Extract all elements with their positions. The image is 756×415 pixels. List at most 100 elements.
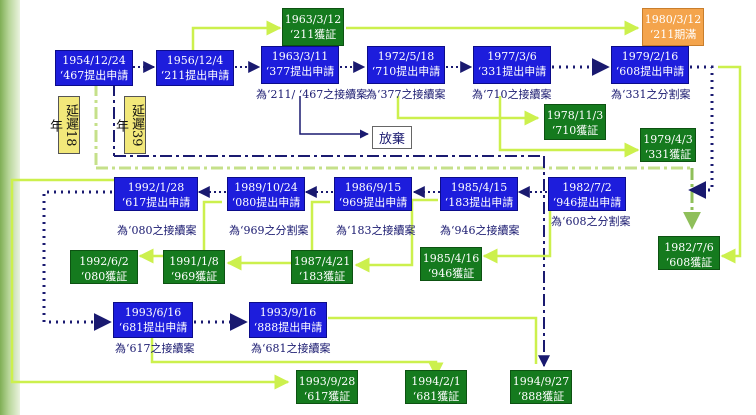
grant-date-080: 1992/6/2 [79,255,129,268]
grant-date-946: 1985/4/16 [422,252,480,265]
expire-node-211: 1980/3/12 ‘211期滿 [642,8,704,46]
grant-label-710: ‘710獲証 [551,124,599,137]
app-label-1977: ‘331提出申請 [477,65,547,78]
grant-label-617: ‘617獲証 [303,390,351,403]
app-node-1956: 1956/12/4 ‘211提出申請 [156,50,234,86]
app-node-1985: 1985/4/15 ‘183提出申請 [440,177,518,211]
grant-label-183: ‘183獲証 [298,270,346,283]
app-date-1963: 1963/3/11 [271,50,329,63]
app-node-1979: 1979/2/16 ‘608提出申請 [611,46,689,84]
note-080: 為‘969之分割案 [229,224,309,237]
arrow-to-abandon [299,96,369,139]
app-node-1993-09: 1993/9/16 ‘888提出申請 [249,302,327,338]
grant-label-331: ‘331獲証 [644,148,692,161]
grant-date-969: 1991/1/8 [169,255,219,268]
app-date-1992: 1992/1/28 [127,181,185,194]
app-label-1972: ‘710提出申請 [371,65,441,78]
green-1993a-to-1994grant [150,338,444,378]
note-946: 為‘608之分割案 [551,215,631,228]
green-1956-to-1963grant [191,20,282,50]
arrow-1992-1993 [42,190,112,331]
grant-label-681: ‘681獲証 [412,390,460,403]
grant-label-211: ‘211獲証 [289,28,337,41]
grant-label-608: ‘608獲証 [665,256,713,269]
abandon-box: 放棄 [372,126,413,149]
note-377: 為‘211/ ‘467之接續案 [256,88,368,101]
app-date-1985: 1985/4/15 [450,181,508,194]
grant-node-710: 1978/11/3 ‘710獲証 [544,104,606,140]
app-node-1954: 1954/12/24 ‘467提出申請 [55,50,133,86]
grant-label-080: ‘080獲証 [80,270,128,283]
grant-node-608: 1982/7/6 ‘608獲証 [658,236,720,270]
grant-node-681: 1994/2/1 ‘681獲証 [405,370,467,404]
note-183: 為‘946之接續案 [440,224,520,237]
app-node-1972: 1972/5/18 ‘710提出申請 [367,46,445,84]
grant-node-888: 1994/9/27 ‘888獲証 [510,370,572,404]
expire-label: ‘211期滿 [649,28,697,41]
app-label-1982: ‘946提出申請 [552,196,622,209]
grant-date-331: 1979/4/3 [643,133,693,146]
grant-label-969: ‘969獲証 [170,270,218,283]
app-date-1954: 1954/12/24 [62,54,126,67]
green-1985-to-1987grant [354,198,438,273]
arrow-1979-1982 [688,65,714,199]
grant-node-331: 1979/4/3 ‘331獲証 [640,128,696,162]
app-label-1989: ‘080提出申請 [231,196,301,209]
app-node-1993-06: 1993/6/16 ‘681提出申請 [113,302,193,338]
app-date-1982: 1982/7/2 [562,181,612,194]
app-label-1993-06: ‘681提出申請 [118,321,188,334]
grant-date-681: 1994/2/1 [411,375,461,388]
app-label-1956: ‘211提出申請 [160,69,230,82]
app-date-1972: 1972/5/18 [377,50,435,63]
app-date-1986: 1986/9/15 [344,181,402,194]
green-1977-to-1979grant [498,96,640,158]
grant-node-969: 1991/1/8 ‘969獲証 [163,250,225,284]
note-617: 為‘080之接續案 [117,224,197,237]
grant-label-946: ‘946獲証 [427,267,475,280]
app-date-1977: 1977/3/6 [487,50,537,63]
app-date-1993-09: 1993/9/16 [259,306,317,319]
grant-date-183: 1987/4/21 [293,255,351,268]
app-label-1954: ‘467提出申請 [59,69,129,82]
grant-node-080: 1992/6/2 ‘080獲証 [70,250,138,284]
app-node-1982: 1982/7/2 ‘946提出申請 [548,177,626,211]
green-1979-to-1982grant [718,65,742,264]
grant-date-710: 1978/11/3 [546,109,604,122]
app-node-1977: 1977/3/6 ‘331提出申請 [473,46,551,84]
note-681: 為‘617之接續案 [115,342,195,355]
app-label-1986: ‘969提出申請 [338,196,408,209]
app-label-1985: ‘183提出申請 [444,196,514,209]
note-888: 為‘681之接續案 [251,342,331,355]
expire-date: 1980/3/12 [644,13,702,26]
green-1982-to-1985grant [482,208,552,264]
grant-node-946: 1985/4/16 ‘946獲証 [420,247,482,281]
app-label-1979: ‘608提出申請 [615,65,685,78]
note-331: 為‘710之接續案 [472,88,552,101]
app-node-1963: 1963/3/11 ‘377提出申請 [261,46,339,84]
green-1972-to-1978 [396,96,540,126]
grant-label-888: ‘888獲証 [517,390,565,403]
app-label-1993-09: ‘888提出申請 [253,321,323,334]
green-1993b-to-1994bgrant [328,316,538,364]
app-date-1956: 1956/12/4 [166,54,224,67]
delay-18-years: 延遲18年 [47,96,80,154]
app-node-1986: 1986/9/15 ‘969提出申請 [334,177,412,211]
note-608: 為‘331之分割案 [611,88,691,101]
note-969: 為‘183之接續案 [336,224,416,237]
app-date-1989: 1989/10/24 [234,181,298,194]
delay-39-years: 延遲39年 [113,96,146,154]
app-node-1992: 1992/1/28 ‘617提出申請 [114,177,198,211]
grant-date-608: 1982/7/6 [664,241,714,254]
app-label-1963: ‘377提出申請 [265,65,335,78]
green-1986-to-1991grant [226,200,330,271]
grant-date-617: 1993/9/28 [298,375,356,388]
green-1992-to-1993grant [10,178,290,390]
app-node-1989: 1989/10/24 ‘080提出申請 [227,177,305,211]
grant-node-617: 1993/9/28 ‘617獲証 [296,370,358,404]
grant-date-211: 1963/3/12 [284,13,342,26]
app-label-1992: ‘617提出申請 [121,196,191,209]
app-date-1979: 1979/2/16 [621,50,679,63]
grant-date-888: 1994/9/27 [512,375,570,388]
